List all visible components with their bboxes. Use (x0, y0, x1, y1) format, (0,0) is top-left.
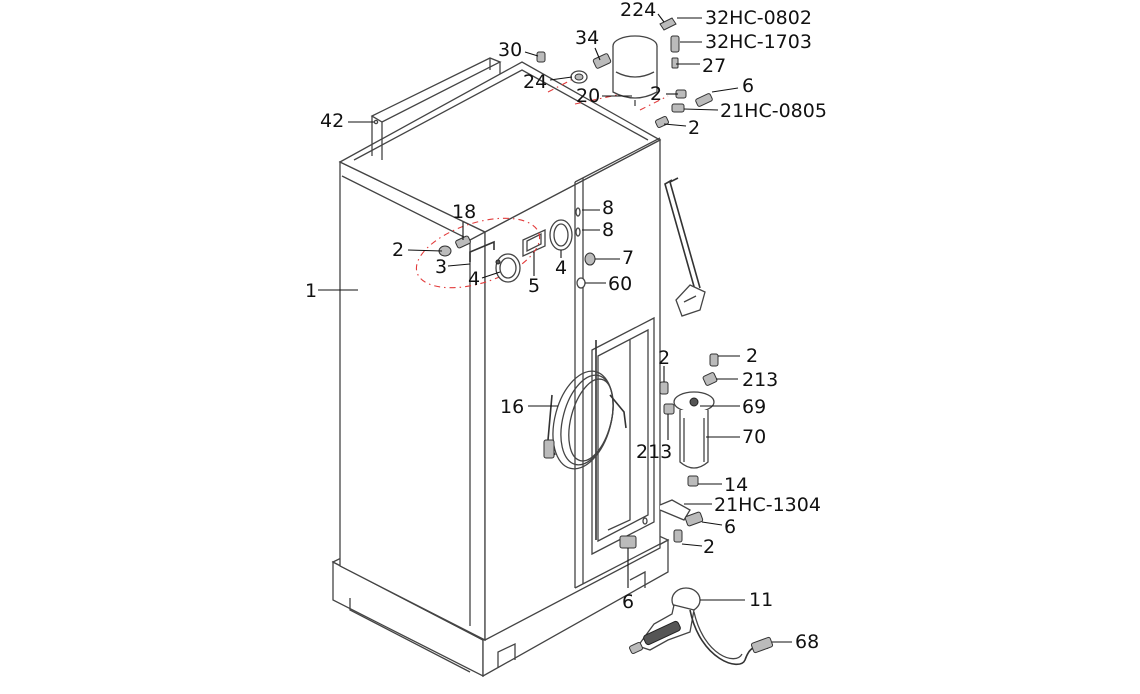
label-8-lower: 8 (602, 219, 614, 241)
front-panel (522, 207, 596, 289)
label-6-bottom: 6 (622, 591, 634, 613)
cabinet-body (338, 61, 662, 642)
label-68: 68 (795, 631, 819, 653)
label-2-top-b: 2 (688, 117, 700, 139)
label-7: 7 (622, 247, 634, 269)
fuel-gun-assembly (629, 587, 774, 665)
label-2-side-b: 2 (746, 345, 758, 367)
top-rail-42 (370, 57, 502, 160)
label-1: 1 (305, 280, 317, 302)
label-4-panel: 4 (555, 257, 567, 279)
label-24: 24 (523, 71, 547, 93)
label-8-upper: 8 (602, 197, 614, 219)
side-filter-70 (659, 353, 719, 487)
label-2-left: 2 (392, 239, 404, 261)
top-filter-20 (536, 17, 713, 129)
label-6-side: 6 (724, 516, 736, 538)
label-5: 5 (528, 275, 540, 297)
label-14: 14 (724, 474, 748, 496)
leader-lines (318, 13, 792, 643)
label-224: 224 (620, 0, 656, 21)
label-60: 60 (608, 273, 632, 295)
label-18: 18 (452, 201, 476, 223)
label-2-top-a: 2 (650, 83, 662, 105)
label-34: 34 (575, 27, 599, 49)
label-213-left: 213 (636, 441, 672, 463)
label-4-left: 4 (468, 268, 480, 290)
label-69: 69 (742, 396, 766, 418)
label-11: 11 (749, 589, 773, 611)
part-labels: 1 2 3 4 5 18 4 8 8 7 60 42 30 24 34 20 2… (305, 0, 827, 653)
label-16: 16 (500, 396, 524, 418)
lower-fittings (619, 499, 704, 549)
label-6-top: 6 (742, 75, 754, 97)
label-42: 42 (320, 110, 344, 132)
label-2-lower: 2 (703, 536, 715, 558)
label-213-right: 213 (742, 369, 778, 391)
label-3: 3 (435, 256, 447, 278)
label-20: 20 (576, 85, 600, 107)
label-21HC-0805: 21HC-0805 (720, 100, 827, 122)
callout-gauge-assembly (415, 217, 541, 289)
hose-reel-16 (543, 370, 627, 470)
label-21HC-1304: 21HC-1304 (714, 494, 821, 516)
label-2-side-a: 2 (658, 347, 670, 369)
label-30: 30 (498, 39, 522, 61)
label-27: 27 (702, 55, 726, 77)
label-70: 70 (742, 426, 766, 448)
label-32HC-1703: 32HC-1703 (705, 31, 812, 53)
spray-wand (664, 177, 706, 317)
label-32HC-0802: 32HC-0802 (705, 7, 812, 29)
